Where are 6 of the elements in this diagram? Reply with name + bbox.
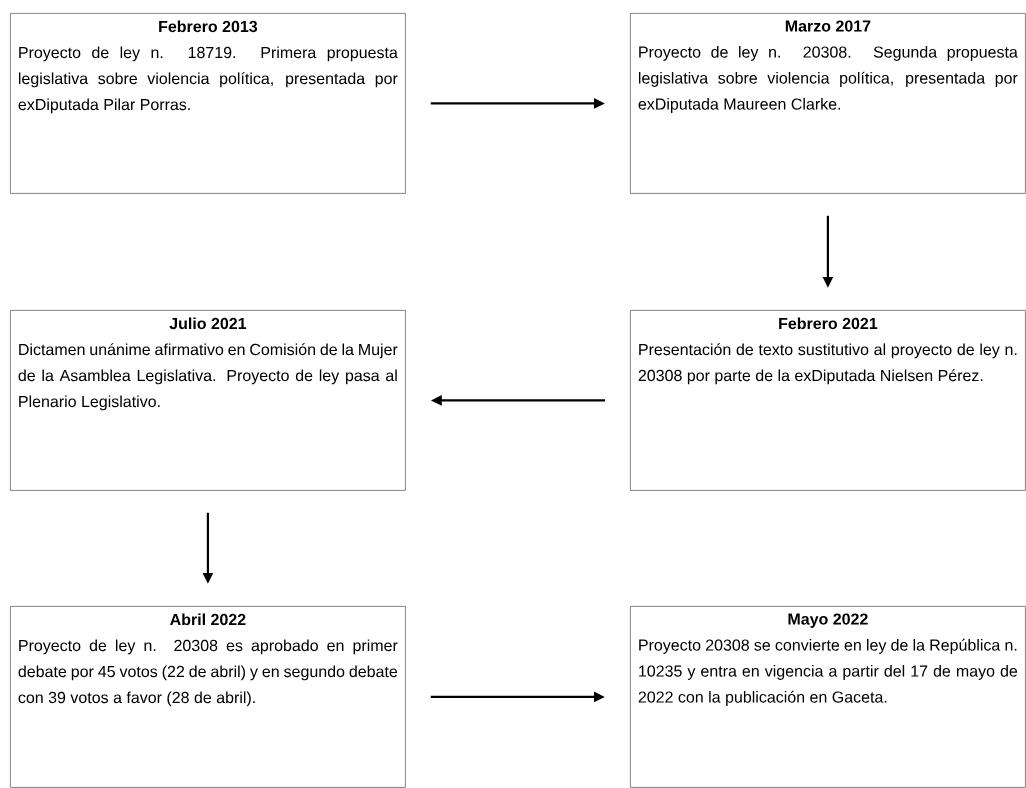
- event-box: Mayo 2022 Proyecto 20308 se convierte en ley de la República n. 10235 y entra en vigencia a partir del 17 de mayo de 2022 con la publicación en Gaceta.: [630, 606, 1026, 788]
- event-box: Febrero 2021 Presentación de texto sustitutivo al proyecto de ley n. 20308 por parte de la exDiputada Nielsen Pérez.: [630, 310, 1026, 491]
- event-box: Febrero 2013 Proyecto de ley n. 18719. Primera propuesta legislativa sobre violencia política, presentada por exDiputada Pilar Porras.: [10, 13, 406, 194]
- event-box: Julio 2021 Dictamen unánime afirmativo en Comisión de la Mujer de la Asamblea Legislativa. Proyecto de ley pasa al Plenario Legislativo.: [10, 310, 406, 491]
- event-box: Abril 2022 Proyecto de ley n. 20308 es aprobado en primer debate por 45 votos (22 de abril) y en segundo debate con 39 votos a favor (28 de abril).: [10, 606, 406, 788]
- event-box: Marzo 2017 Proyecto de ley n. 20308. Segunda propuesta legislativa sobre violencia política, presentada por exDiputada Maureen Clarke.: [630, 13, 1026, 194]
